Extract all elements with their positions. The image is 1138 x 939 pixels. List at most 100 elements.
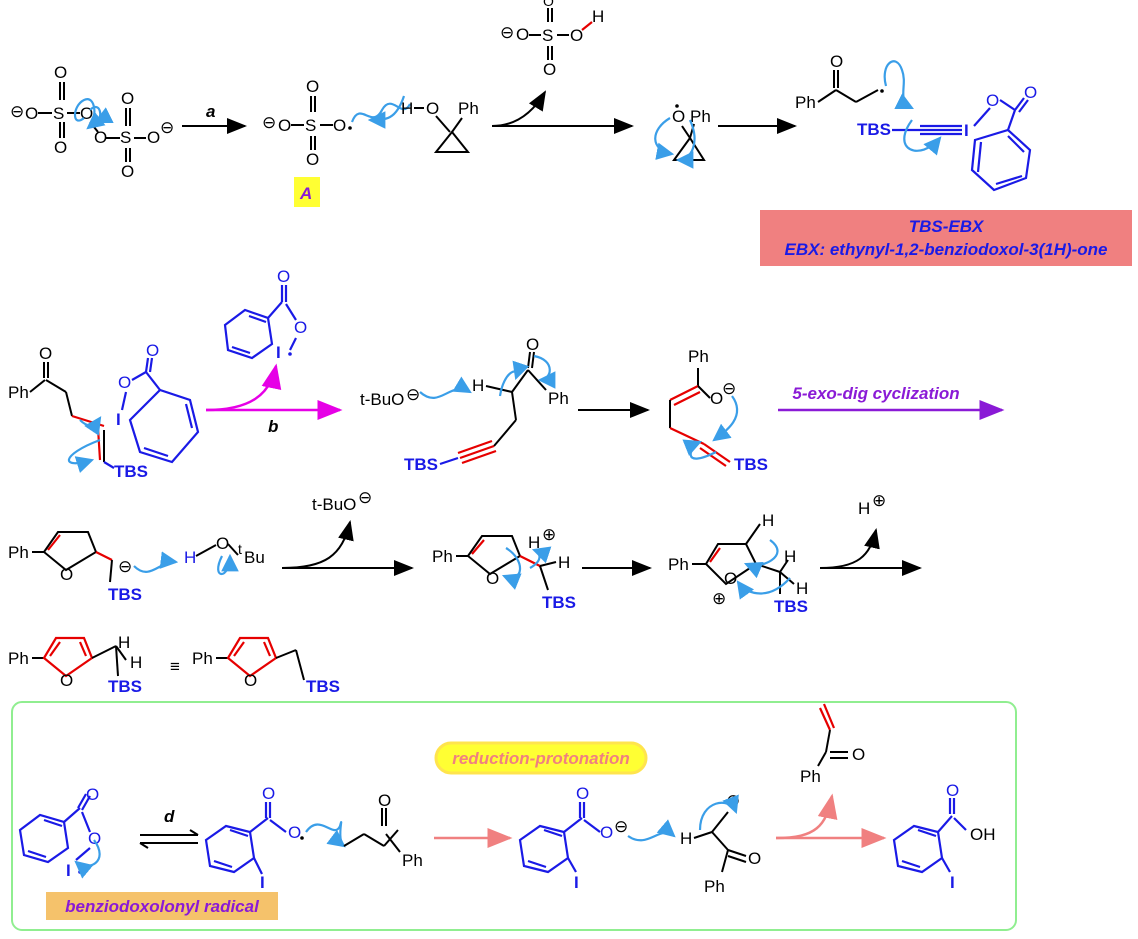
svg-text:O: O — [852, 745, 865, 764]
svg-text:H: H — [784, 547, 796, 566]
svg-text:H: H — [401, 99, 413, 118]
tbs-ebx-title: TBS-EBX — [909, 217, 985, 236]
svg-text:O: O — [294, 318, 307, 337]
svg-text:O: O — [216, 534, 229, 553]
svg-text:I: I — [260, 873, 265, 892]
svg-text:O: O — [306, 150, 319, 169]
phenyl-vinyl-ketone: O Ph — [800, 703, 865, 786]
svg-text:O: O — [748, 849, 761, 868]
svg-text:Ph: Ph — [800, 767, 821, 786]
persulfate-structure: ⊖ O S O O O O S O O O ⊖ — [10, 63, 174, 181]
oxocarbenium: Ph O ⊕ H H H TBS — [668, 511, 808, 616]
svg-text:O: O — [830, 52, 843, 71]
svg-text:TBS: TBS — [734, 455, 768, 474]
svg-text:S: S — [542, 26, 553, 45]
svg-text:Ph: Ph — [8, 383, 29, 402]
reduction-label: reduction-protonation — [452, 749, 630, 768]
tbuo-anion: t-BuO ⊖ — [360, 376, 472, 409]
svg-text:O: O — [54, 63, 67, 82]
svg-text:S: S — [305, 116, 316, 135]
svg-text:O: O — [86, 785, 99, 804]
tbs-ebx-reagent: TBS I O O — [857, 83, 1037, 192]
svg-text:TBS: TBS — [108, 677, 142, 696]
svg-text:O: O — [516, 25, 529, 44]
svg-text:O: O — [25, 104, 38, 123]
svg-text:O: O — [543, 60, 556, 79]
svg-text:H: H — [592, 7, 604, 26]
bisulfate: ⊖ O S O O O H — [500, 0, 604, 79]
svg-text:O: O — [121, 89, 134, 108]
svg-text:O: O — [277, 267, 290, 286]
svg-text:⊖: ⊖ — [160, 118, 174, 137]
svg-text:O: O — [306, 77, 319, 96]
svg-text:TBS: TBS — [114, 462, 148, 481]
carboxylate-cation: O O ⊖ I H ⊕ O Ph — [518, 784, 761, 896]
svg-text:Ph: Ph — [795, 93, 816, 112]
svg-text:O: O — [570, 26, 583, 45]
svg-text:Ph: Ph — [8, 649, 29, 668]
svg-text:H: H — [762, 511, 774, 530]
svg-text:H: H — [184, 548, 196, 567]
alkynyl-ketone: H O Ph TBS — [404, 335, 569, 474]
svg-text:I: I — [66, 861, 71, 880]
svg-text:I: I — [950, 873, 955, 892]
svg-text:TBS: TBS — [857, 120, 891, 139]
svg-text:O: O — [244, 671, 257, 690]
svg-text:H: H — [118, 633, 130, 652]
svg-text:O: O — [39, 344, 52, 363]
svg-text:TBS: TBS — [306, 677, 340, 696]
svg-text:⊕: ⊕ — [872, 491, 886, 510]
svg-text:TBS: TBS — [542, 593, 576, 612]
svg-text:⊖: ⊖ — [118, 557, 132, 576]
svg-text:OH: OH — [970, 825, 996, 844]
sulfate-radical-A: ⊖ O S O O O A — [262, 77, 352, 207]
svg-text:O: O — [600, 823, 613, 842]
radical-label: benziodoxolonyl radical — [65, 897, 260, 916]
svg-text:O: O — [486, 569, 499, 588]
svg-text:⊖: ⊖ — [262, 113, 276, 132]
svg-text:O: O — [262, 784, 275, 803]
minus-charge: ⊖ — [10, 102, 24, 121]
tert-butanol: H O t Bu — [184, 534, 265, 575]
curly-arrow — [350, 102, 411, 123]
svg-text:I: I — [276, 343, 281, 362]
svg-text:Ph: Ph — [402, 851, 423, 870]
beta-keto-radical: Ph O — [795, 52, 914, 112]
intermediate-A-label: A — [299, 184, 312, 203]
svg-text:H: H — [528, 533, 540, 552]
svg-text:H: H — [680, 829, 692, 848]
carboxyl-radical-ketone: O O I O Ph — [204, 784, 423, 892]
svg-text:O: O — [146, 341, 159, 360]
svg-text:⊖: ⊖ — [406, 385, 420, 404]
furan-protonation: Ph O H TBS H ⊕ — [432, 525, 576, 612]
svg-text:Ph: Ph — [704, 877, 725, 896]
reduction-highlight — [434, 741, 648, 775]
svg-text:O: O — [426, 99, 439, 118]
furyl-carbanion: Ph O ⊖ TBS — [8, 531, 179, 604]
svg-text:O: O — [1024, 83, 1037, 102]
svg-text:I: I — [574, 873, 579, 892]
svg-text:O: O — [946, 781, 959, 800]
proton-released: H — [858, 499, 870, 518]
svg-text:O: O — [672, 107, 685, 126]
side-reaction-panel — [11, 701, 1017, 931]
label-A-highlight — [294, 177, 320, 207]
svg-text:H: H — [796, 579, 808, 598]
svg-text:Ph: Ph — [458, 99, 479, 118]
tbuo-anion-regenerated: t-BuO — [312, 495, 356, 514]
benziodoxolone-radical: O O I — [18, 785, 101, 880]
svg-text:O: O — [94, 128, 107, 147]
svg-text:O: O — [118, 373, 131, 392]
svg-text:O: O — [526, 335, 539, 354]
svg-text:O: O — [576, 784, 589, 803]
svg-text:O: O — [60, 565, 73, 584]
svg-text:t-BuO: t-BuO — [360, 390, 404, 409]
svg-text:⊕: ⊕ — [542, 525, 556, 544]
step-d-label: d — [164, 807, 175, 826]
svg-text:⊕: ⊕ — [712, 589, 726, 608]
cyclopropanol: H O Ph — [401, 99, 479, 153]
svg-text:Ph: Ph — [668, 555, 689, 574]
svg-text:O: O — [710, 389, 723, 408]
svg-text:⊖: ⊖ — [722, 379, 736, 398]
